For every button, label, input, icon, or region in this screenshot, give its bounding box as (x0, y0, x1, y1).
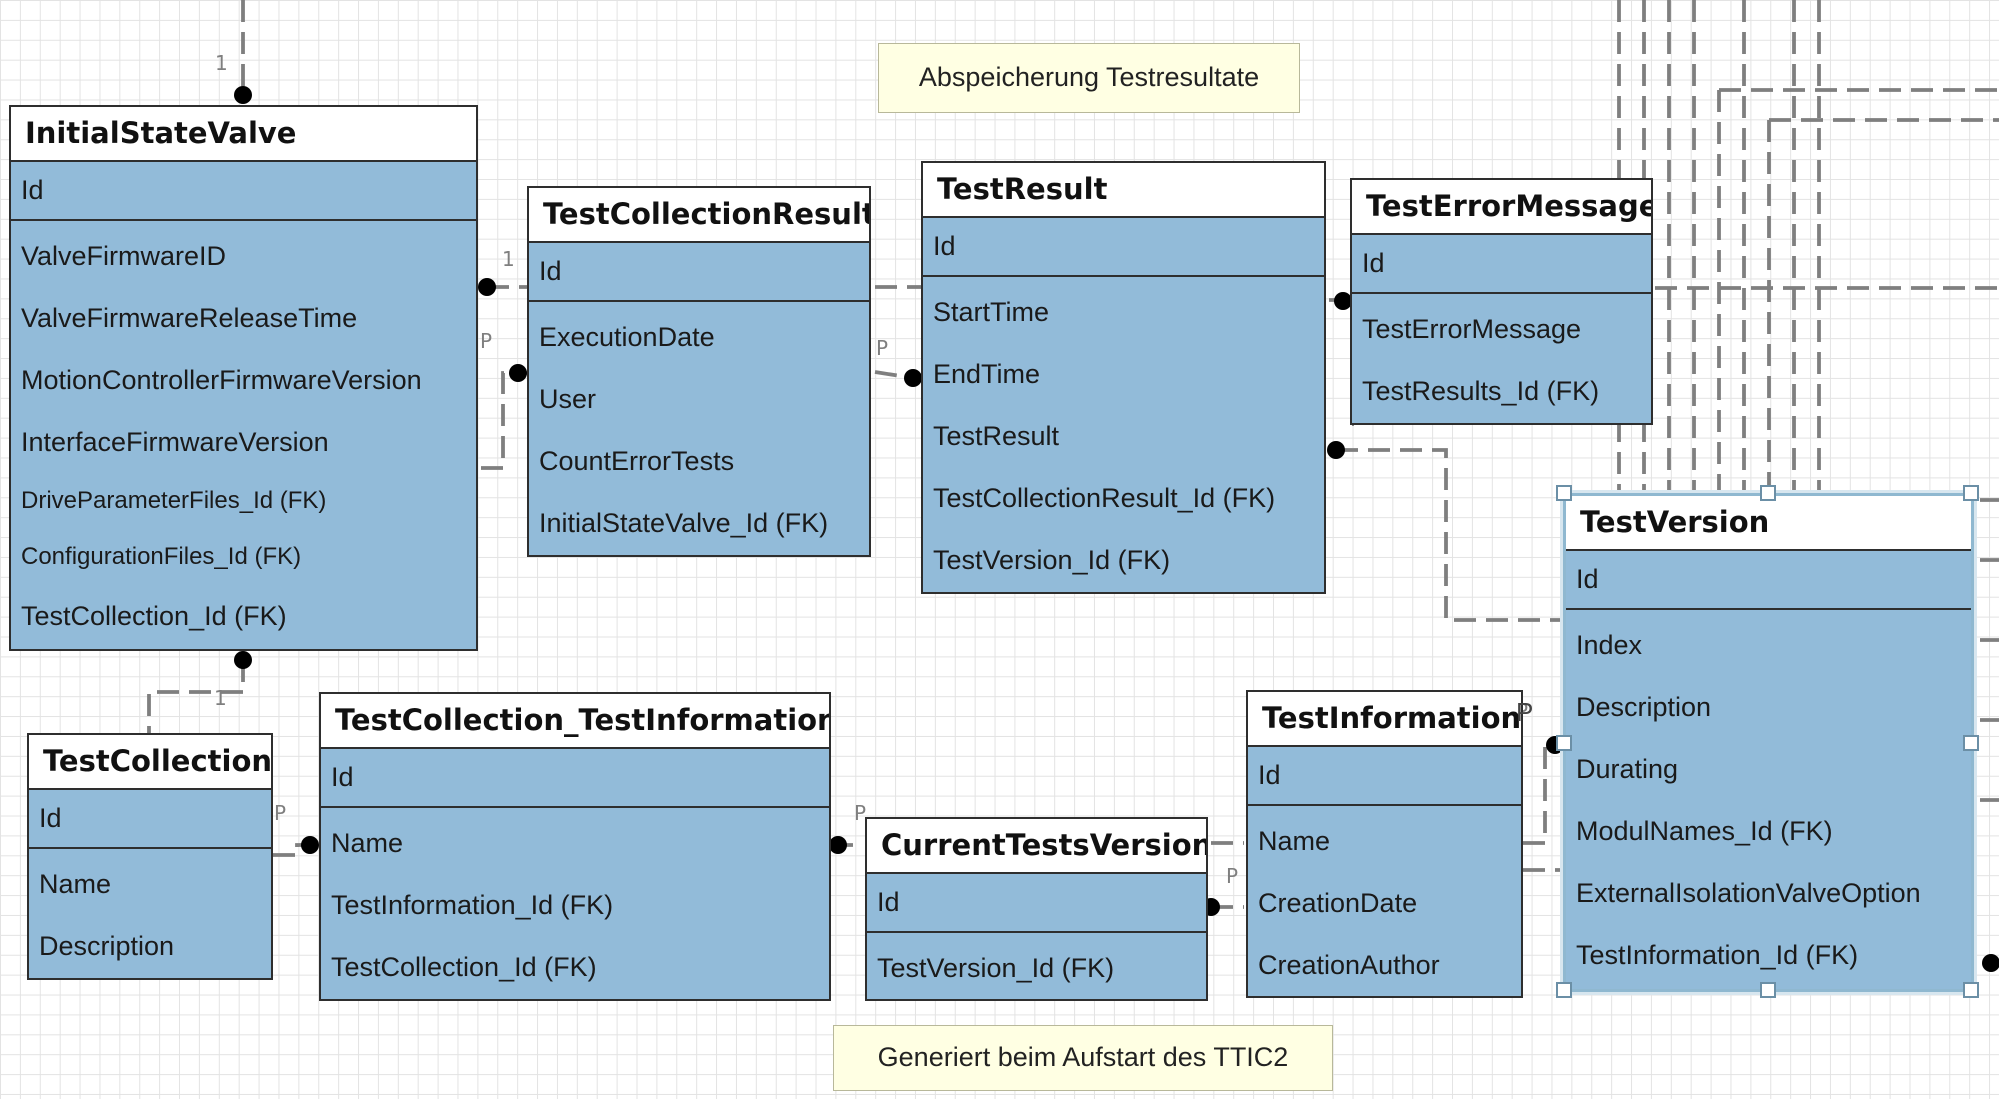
entity-field: ExecutionDate (539, 322, 715, 352)
entity-field: TestInformation_Id (FK) (331, 890, 614, 920)
cardinality-label: 1 (215, 51, 228, 75)
entity-key-field: Id (21, 175, 44, 205)
entity-field: User (539, 384, 597, 414)
entity-title: TestCollection_TestInformation (321, 694, 829, 749)
entity-field: CreationDate (1258, 888, 1418, 918)
entity-field: CountErrorTests (539, 446, 735, 476)
entity-test-collection[interactable]: TestCollection Id Name Description (27, 733, 273, 980)
entity-field: TestVersion_Id (FK) (877, 953, 1115, 983)
entity-field: TestResults_Id (FK) (1362, 376, 1600, 406)
entity-key-field: Id (1362, 248, 1385, 278)
relationship-endpoint (234, 651, 252, 669)
entity-field: Name (331, 828, 404, 858)
entity-field: Description (1576, 692, 1712, 722)
entity-field: EndTime (933, 359, 1041, 389)
resize-handle-top-right[interactable] (1963, 485, 1979, 501)
relationship-endpoint (478, 278, 496, 296)
entity-field: TestErrorMessage (1362, 314, 1582, 344)
entity-field: TestVersion_Id (FK) (933, 545, 1171, 575)
relationship-endpoint (301, 836, 319, 854)
entity-test-collection-test-information[interactable]: TestCollection_TestInformation Id Name T… (319, 692, 831, 1001)
cardinality-label: 1 (502, 247, 515, 271)
entity-field: Name (39, 869, 112, 899)
resize-handle-bottom[interactable] (1760, 982, 1776, 998)
entity-title: TestCollection (29, 735, 271, 790)
entity-field: Name (1258, 826, 1331, 856)
relationship-line (273, 843, 311, 857)
entity-title: InitialStateValve (11, 107, 476, 162)
relationship-line (1523, 743, 1563, 845)
entity-field: TestCollection_Id (FK) (21, 601, 287, 631)
note-bottom[interactable]: Generiert beim Aufstart des TTIC2 (833, 1025, 1333, 1091)
note-top-text: Abspeicherung Testresultate (918, 62, 1260, 92)
entity-field: TestCollectionResult_Id (FK) (933, 483, 1276, 513)
entity-title: TestCollectionResult (529, 188, 869, 243)
entity-initial-state-valve[interactable]: InitialStateValve Id ValveFirmwareID Val… (9, 105, 478, 651)
entity-title: TestResult (923, 163, 1324, 218)
entity-field: DriveParameterFiles_Id (FK) (21, 487, 327, 514)
entity-field: StartTime (933, 297, 1050, 327)
cardinality-label: P (1226, 864, 1238, 888)
entity-field: Index (1576, 630, 1643, 660)
relationship-endpoint (1982, 954, 1999, 972)
entity-test-collection-result[interactable]: TestCollectionResult Id ExecutionDate Us… (527, 186, 871, 557)
relationship-endpoint (829, 836, 847, 854)
entity-field: MotionControllerFirmwareVersion (21, 365, 422, 395)
relationship-endpoint (904, 369, 922, 387)
cardinality-label: P (274, 801, 286, 825)
entity-key-field: Id (877, 887, 900, 917)
resize-handle-top[interactable] (1760, 485, 1776, 501)
entity-test-version[interactable]: TestVersion Id Index Description Duratin… (1563, 493, 1974, 992)
entity-field: ValveFirmwareID (21, 241, 227, 271)
entity-test-information[interactable]: TestInformation Id Name CreationDate Cre… (1246, 690, 1523, 998)
entity-field: ValveFirmwareReleaseTime (21, 303, 358, 333)
entity-field: ConfigurationFiles_Id (FK) (21, 543, 302, 570)
cardinality-label: P (876, 336, 888, 360)
resize-handle-bottom-left[interactable] (1556, 982, 1572, 998)
relationship-line (874, 370, 914, 380)
entity-title: TestErrorMessage (1352, 180, 1651, 235)
cardinality-label: 1 (214, 686, 227, 710)
entity-title: TestVersion (1566, 496, 1971, 551)
relationship-endpoint (509, 364, 527, 382)
entity-field: InterfaceFirmwareVersion (21, 427, 329, 457)
entity-field: InitialStateValve_Id (FK) (539, 508, 829, 538)
entity-key-field: Id (331, 762, 354, 792)
entity-test-result[interactable]: TestResult Id StartTime EndTime TestResu… (921, 161, 1326, 594)
entity-field: Durating (1576, 754, 1679, 784)
entity-field: ExternalIsolationValveOption (1576, 878, 1921, 908)
resize-handle-bottom-right[interactable] (1963, 982, 1979, 998)
entity-field: TestCollection_Id (FK) (331, 952, 597, 982)
entity-test-error-message[interactable]: TestErrorMessage Id TestErrorMessage Tes… (1350, 178, 1653, 425)
note-top[interactable]: Abspeicherung Testresultate (878, 43, 1300, 113)
entity-current-tests-version[interactable]: CurrentTestsVersion Id TestVersion_Id (F… (865, 817, 1208, 1001)
entity-key-field: Id (1258, 760, 1281, 790)
note-bottom-text: Generiert beim Aufstart des TTIC2 (877, 1042, 1289, 1072)
relationship-endpoint (234, 86, 252, 104)
resize-handle-top-left[interactable] (1556, 485, 1572, 501)
relationship-endpoint (1327, 441, 1345, 459)
relationship-line (147, 660, 245, 733)
cardinality-label: P (480, 329, 492, 353)
entity-key-field: Id (539, 256, 562, 286)
entity-field: TestInformation_Id (FK) (1576, 940, 1859, 970)
entity-field: CreationAuthor (1258, 950, 1440, 980)
resize-handle-left[interactable] (1556, 735, 1572, 751)
cardinality-label: P (1516, 697, 1534, 727)
entity-field: TestResult (933, 421, 1060, 451)
entity-key-field: Id (933, 231, 956, 261)
entity-field: Description (39, 931, 175, 961)
entity-key-field: Id (1576, 564, 1599, 594)
entity-field: ModulNames_Id (FK) (1576, 816, 1833, 846)
entity-title: CurrentTestsVersion (867, 819, 1206, 874)
relationship-line (1336, 448, 1563, 622)
entity-title: TestInformation (1248, 692, 1521, 747)
resize-handle-right[interactable] (1963, 735, 1979, 751)
relationship-line (481, 371, 527, 470)
entity-key-field: Id (39, 803, 62, 833)
